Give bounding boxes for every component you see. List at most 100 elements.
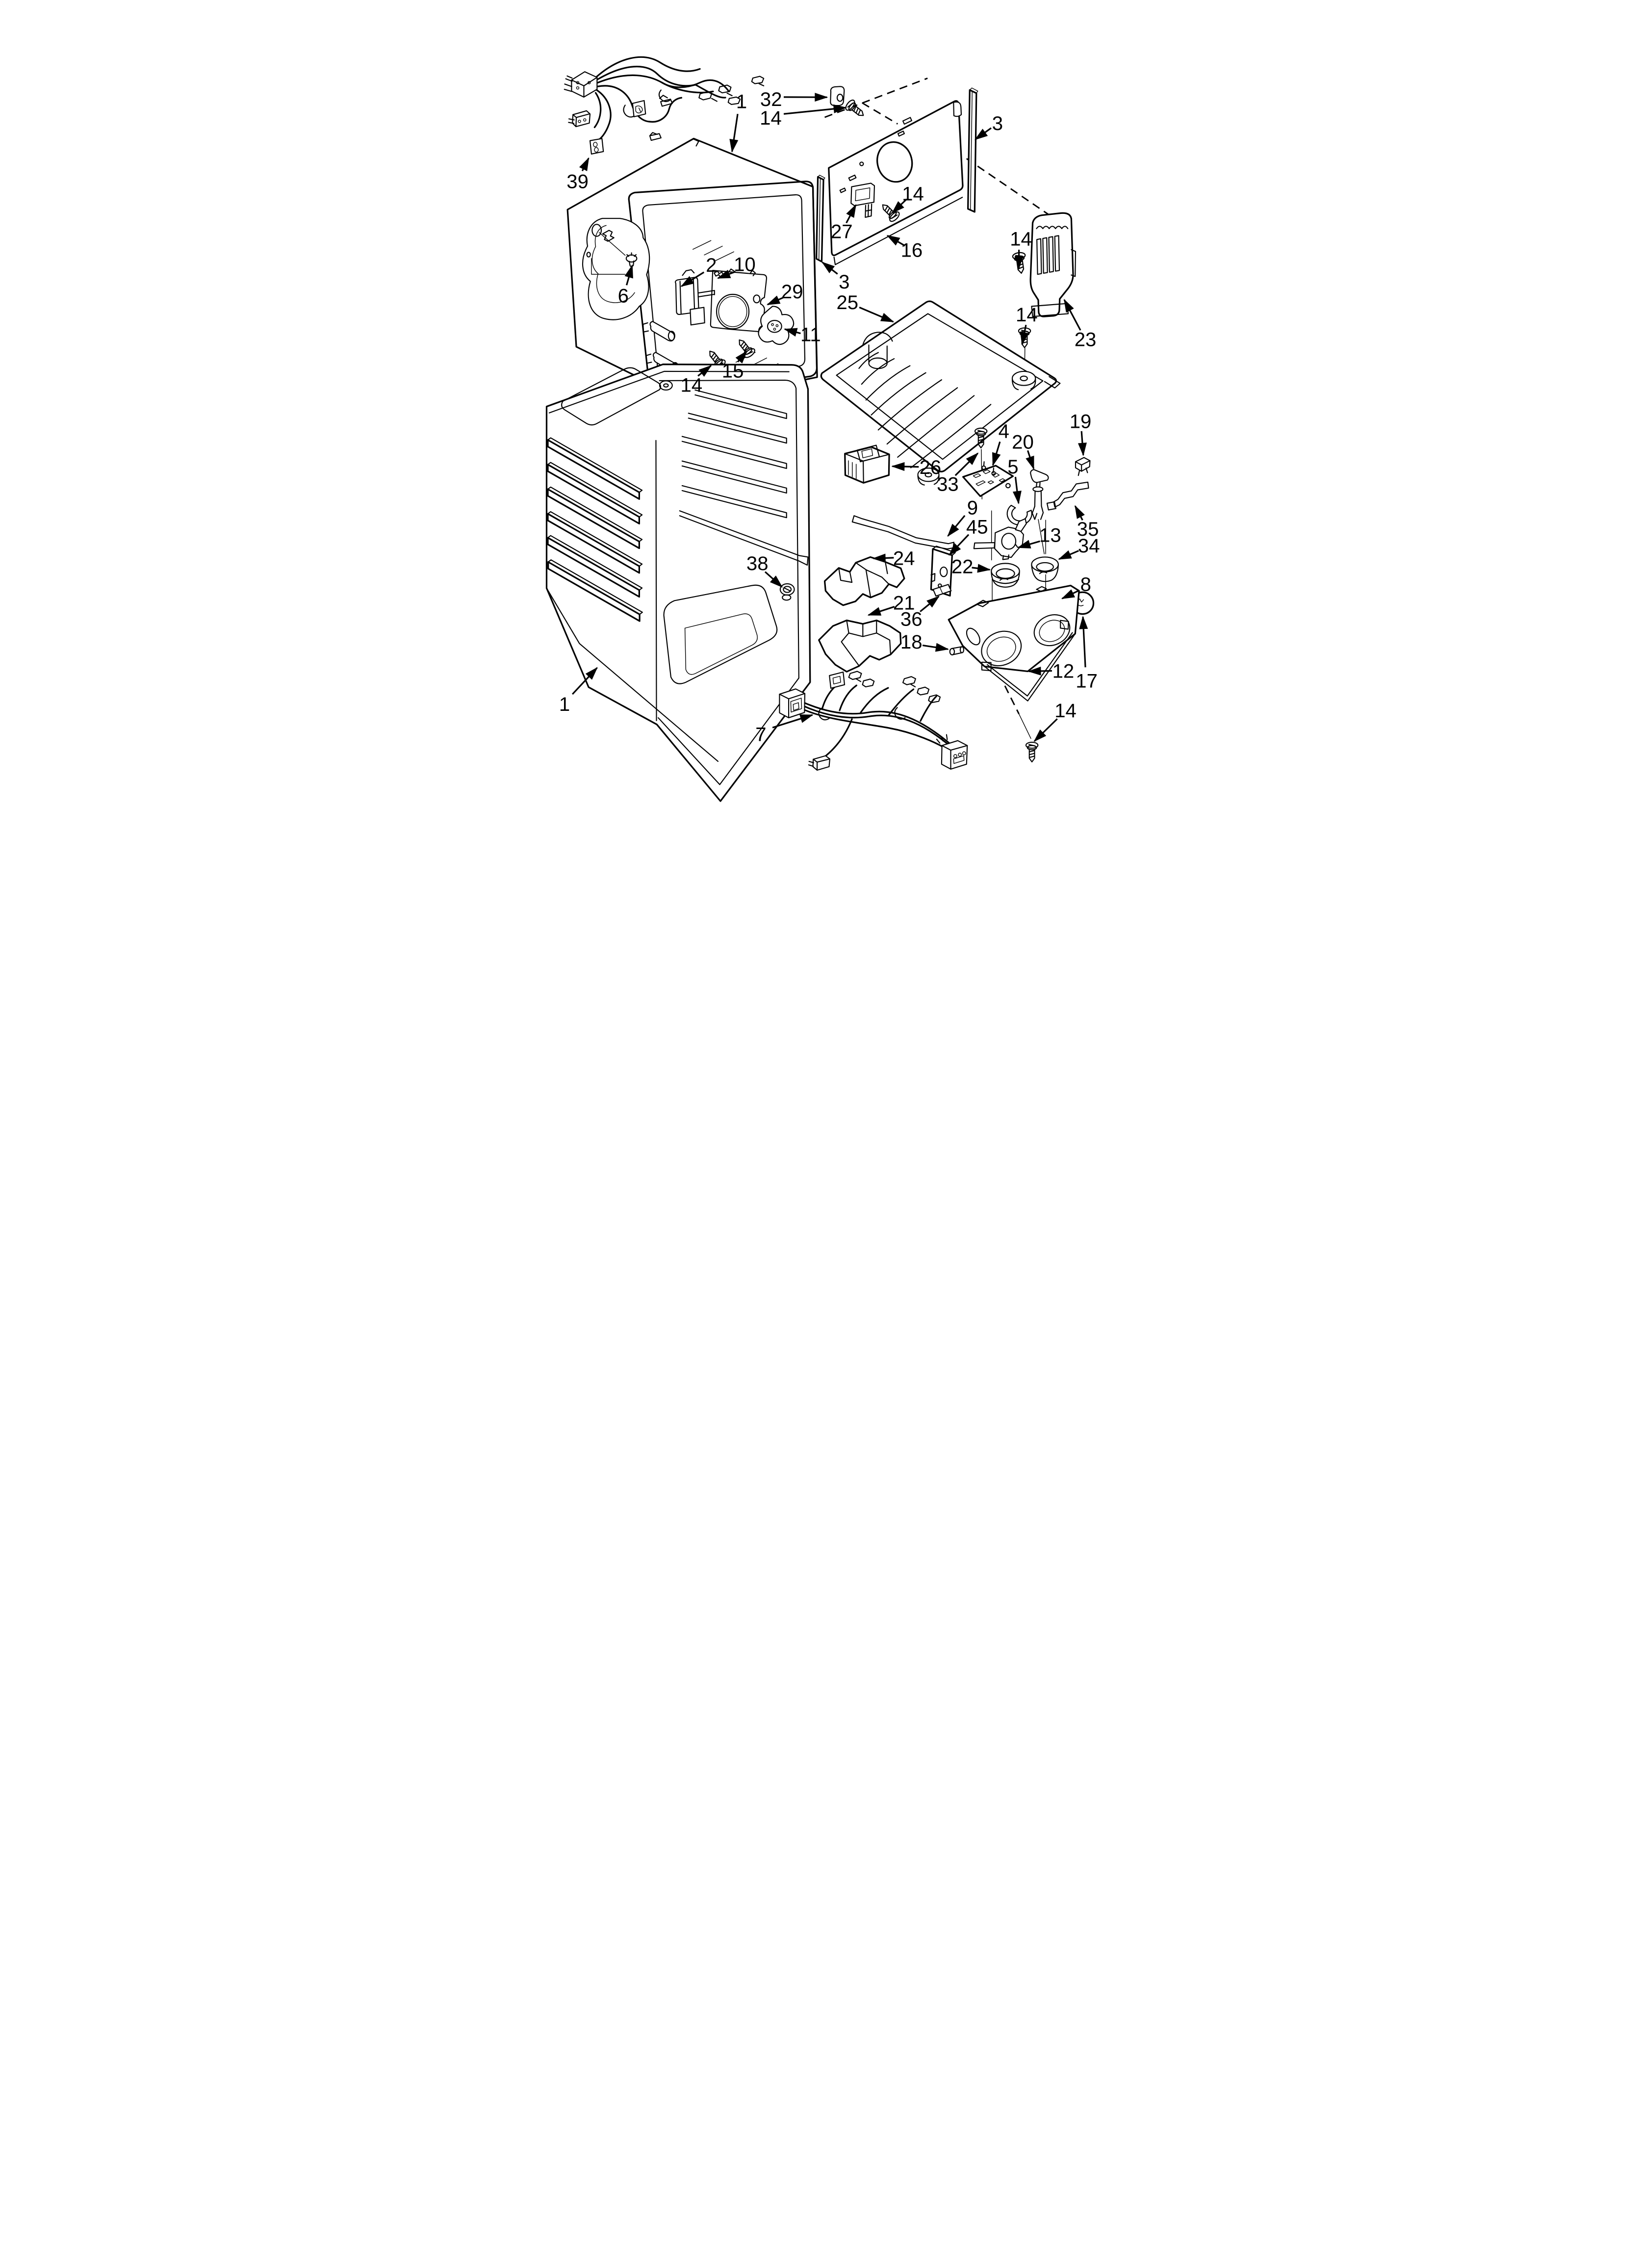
foam-bracket-24	[823, 556, 905, 606]
heat-shield-9	[851, 515, 955, 550]
evaporator-fan-assembly	[642, 268, 795, 397]
callout-arrow-25	[859, 307, 895, 323]
trim-strip-3-right	[967, 87, 978, 213]
callout-arrow-20	[1026, 450, 1035, 470]
drain-pan-25	[820, 300, 1061, 486]
part-label-29: 29	[781, 281, 803, 303]
lamp-lens-22	[991, 563, 1020, 588]
part-label-38: 38	[746, 552, 769, 574]
part-label-7: 7	[755, 723, 766, 745]
wire-harness-39	[564, 56, 765, 155]
part-label-33: 33	[937, 473, 959, 495]
part-label-14: 14	[681, 374, 703, 396]
callout-arrow-15	[735, 350, 748, 364]
callout-arrow-1	[572, 667, 598, 695]
callout-arrow-19	[1078, 431, 1087, 456]
part-label-35: 35	[1077, 518, 1099, 540]
part-label-17: 17	[1076, 670, 1098, 692]
part-label-13: 13	[1039, 524, 1061, 547]
refrigerator-liner	[545, 364, 811, 802]
callout-arrow-3	[821, 261, 838, 275]
part-label-14: 14	[902, 183, 924, 205]
part-label-26: 26	[920, 456, 942, 478]
lamp-lens-34	[1031, 556, 1059, 582]
part-label-25: 25	[836, 291, 858, 313]
callout-arrow-18	[922, 643, 949, 652]
callout-arrow-14	[783, 104, 847, 115]
callout-arrow-8	[1061, 589, 1079, 600]
part-label-14: 14	[1010, 228, 1032, 250]
pan-ribs	[858, 352, 992, 469]
callout-arrow-9	[947, 515, 966, 537]
callout-arrow-5	[1012, 476, 1022, 505]
callout-arrow-35	[1074, 505, 1085, 521]
shelf-rails	[679, 389, 809, 566]
part-label-10: 10	[734, 254, 756, 276]
part-label-14: 14	[760, 107, 782, 129]
part-label-1: 1	[736, 90, 747, 112]
clip-19	[1075, 457, 1091, 476]
callout-arrow-7	[772, 714, 814, 729]
part-label-16: 16	[901, 239, 923, 261]
part-label-11: 11	[800, 323, 821, 345]
part-label-4: 4	[999, 420, 1009, 442]
foam-bracket-21	[818, 619, 902, 673]
drain-grommet-38	[779, 583, 795, 601]
callout-arrow-45	[949, 534, 970, 556]
part-label-1: 1	[559, 693, 570, 715]
callout-arrow-17	[1079, 616, 1088, 668]
callout-arrow-14	[891, 198, 908, 214]
part-label-8: 8	[1080, 573, 1091, 595]
callout-arrow-14	[697, 365, 712, 377]
part-label-9: 9	[967, 497, 978, 519]
part-label-3: 3	[992, 112, 1003, 134]
part-label-36: 36	[900, 608, 923, 630]
air-duct-23	[1011, 212, 1077, 377]
parts-diagram-svg: 1321433914271614232514621029311151419420…	[527, 0, 1115, 813]
thermostat-20	[1030, 469, 1049, 554]
callout-arrow-16	[886, 235, 906, 247]
light-console-12	[948, 584, 1080, 763]
lamp-pin-18	[949, 646, 965, 655]
callout-arrow-2	[680, 271, 705, 287]
wire-bracket-35	[1046, 481, 1089, 511]
callout-arrow-3	[974, 127, 992, 140]
callout-arrow-11	[783, 328, 801, 337]
defrost-timer-26	[844, 444, 890, 484]
part-label-19: 19	[1070, 410, 1092, 432]
part-label-5: 5	[1007, 456, 1018, 478]
callout-arrow-6	[624, 264, 633, 286]
lamp-bracket-13	[973, 510, 1046, 641]
part-label-45: 45	[966, 516, 988, 538]
part-label-32: 32	[760, 88, 782, 110]
support-bracket-27	[850, 182, 875, 218]
part-label-15: 15	[722, 360, 744, 382]
part-label-34: 34	[1078, 535, 1100, 557]
wire-harness-7	[779, 671, 968, 771]
callout-arrow-14	[1033, 718, 1058, 742]
callout-arrow-27	[846, 204, 857, 224]
callout-arrow-14	[1020, 325, 1029, 346]
callout-arrow-4	[992, 441, 1001, 467]
callout-arrow-23	[1063, 299, 1081, 331]
callout-arrow-39	[579, 157, 590, 172]
callout-arrow-22	[972, 564, 991, 573]
part-label-23: 23	[1075, 328, 1097, 350]
callout-arrow-36	[920, 596, 940, 612]
pan-screw-bosses	[917, 370, 1036, 486]
part-label-6: 6	[618, 285, 629, 307]
part-label-22: 22	[951, 555, 974, 577]
cover-plate-45	[930, 546, 956, 597]
callout-arrow-33	[954, 452, 979, 476]
part-label-24: 24	[893, 547, 915, 569]
part-label-14: 14	[1054, 700, 1077, 722]
fan-mounting-plate-29	[710, 270, 768, 333]
callout-arrow-29	[766, 295, 784, 306]
part-label-3: 3	[839, 271, 849, 293]
callout-arrow-34	[1058, 550, 1079, 560]
callout-arrow-21	[867, 606, 895, 616]
evaporator-cover-panel-16	[824, 78, 1054, 265]
callout-arrow-1	[729, 114, 739, 153]
